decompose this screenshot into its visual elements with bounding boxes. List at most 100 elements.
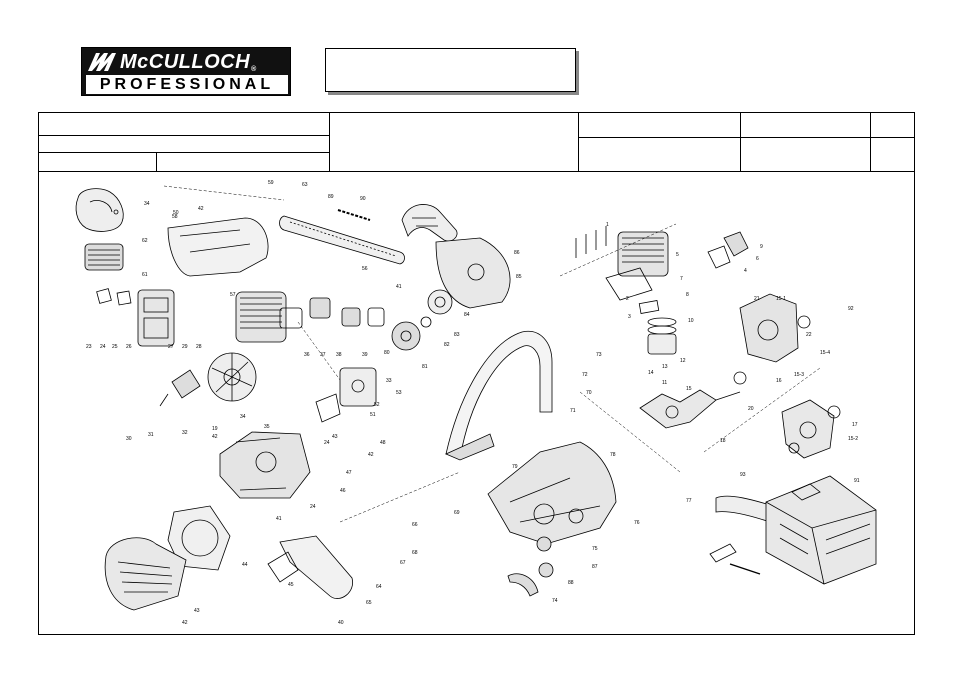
part-label: 41 xyxy=(396,284,402,290)
exploded-parts-diagram: 34 62 61 50 42 59 63 89 90 86 85 56 58 5… xyxy=(75,180,877,626)
part-label: 82 xyxy=(444,342,450,348)
title-box xyxy=(325,48,576,92)
chain-segment-part xyxy=(337,209,371,221)
part-label: 77 xyxy=(686,498,692,504)
part-label: 35 xyxy=(264,424,270,430)
part-label: 42 xyxy=(182,620,188,626)
part-label: 3 xyxy=(628,314,631,320)
carburetor-parts xyxy=(309,297,385,327)
header-cell-revision-value xyxy=(740,137,871,172)
part-label: 68 xyxy=(412,550,418,556)
part-label: 52 xyxy=(374,402,380,408)
part-label: 65 xyxy=(366,600,372,606)
part-label: 75 xyxy=(592,546,598,552)
header-cell-revision-label xyxy=(578,137,741,172)
header-cell-code-value xyxy=(156,152,330,172)
carrying-case-part xyxy=(765,475,877,585)
part-label: 45 xyxy=(288,582,294,588)
part-label: 10 xyxy=(688,318,694,324)
part-label: 15-2 xyxy=(848,436,858,442)
part-label: 64 xyxy=(376,584,382,590)
header-cell-page-value xyxy=(870,137,915,172)
carburetor-box-part xyxy=(137,289,175,347)
starter-pulley-part xyxy=(167,505,231,571)
bearings-part xyxy=(733,315,841,454)
part-label: 47 xyxy=(346,470,352,476)
part-label: 70 xyxy=(586,390,592,396)
part-label: 59 xyxy=(268,180,274,186)
part-label: 14 xyxy=(648,370,654,376)
part-label: 57 xyxy=(230,292,236,298)
part-label: 17 xyxy=(852,422,858,428)
part-label: 8 xyxy=(686,292,689,298)
brand-name-bottom: PROFESSIONAL xyxy=(99,75,275,93)
bumper-spike-part xyxy=(507,573,539,597)
part-label: 15-3 xyxy=(794,372,804,378)
right-cylinder-part xyxy=(605,231,669,301)
part-label: 15-4 xyxy=(820,350,830,356)
part-label: 13 xyxy=(662,364,668,370)
part-label: 66 xyxy=(412,522,418,528)
air-filter-cover-part xyxy=(75,188,124,232)
part-label: 28 xyxy=(196,344,202,350)
part-label: 24 xyxy=(100,344,106,350)
part-label: 42 xyxy=(368,452,374,458)
part-label: 78 xyxy=(610,452,616,458)
air-filter-part xyxy=(84,243,124,271)
part-label: 6 xyxy=(756,256,759,262)
right-crankcase-part xyxy=(739,293,799,363)
part-label: 36 xyxy=(304,352,310,358)
part-label: 84 xyxy=(464,312,470,318)
guide-bar-part xyxy=(279,215,405,265)
part-label: 5 xyxy=(676,252,679,258)
header-cell-date-value xyxy=(740,112,871,138)
part-label: 27 xyxy=(168,344,174,350)
piston-part xyxy=(638,300,677,355)
part-label: 1 xyxy=(606,222,609,228)
part-label: 58 xyxy=(172,214,178,220)
header-divider xyxy=(38,171,915,172)
part-label: 43 xyxy=(332,434,338,440)
part-label: 63 xyxy=(302,182,308,188)
part-label: 76 xyxy=(634,520,640,526)
clutch-drum-part xyxy=(391,289,453,351)
brand-name-top: McCULLOCH xyxy=(120,50,251,73)
part-label: 51 xyxy=(370,412,376,418)
part-label: 34 xyxy=(240,414,246,420)
part-label: 81 xyxy=(422,364,428,370)
header-cell-description xyxy=(38,135,330,153)
clutch-cover-part xyxy=(435,237,511,309)
part-label: 89 xyxy=(328,194,334,200)
header-cell-center xyxy=(329,112,579,172)
ignition-coil-part xyxy=(159,369,201,407)
part-label: 69 xyxy=(454,510,460,516)
crankcase-half-part xyxy=(781,399,835,459)
part-label: 73 xyxy=(596,352,602,358)
cylinder-bolts-part xyxy=(575,226,607,258)
crankshaft-part xyxy=(639,389,741,429)
part-label: 53 xyxy=(396,390,402,396)
part-label: 22 xyxy=(806,332,812,338)
part-label: 30 xyxy=(126,436,132,442)
header-cell-code xyxy=(38,152,157,172)
rear-handle-part xyxy=(267,535,354,599)
part-label: 20 xyxy=(748,406,754,412)
part-label: 21 xyxy=(754,296,760,302)
parts-sheet-frame xyxy=(38,112,915,635)
part-label: 43 xyxy=(194,608,200,614)
header-cell-date-label xyxy=(578,112,741,138)
part-label: 41 xyxy=(276,516,282,522)
decompression-valve-part xyxy=(707,231,749,269)
part-label: 71 xyxy=(570,408,576,414)
top-cover-part xyxy=(167,217,269,277)
part-label: 92 xyxy=(848,306,854,312)
part-label: 48 xyxy=(380,440,386,446)
mcculloch-professional-logo: McCULLOCH ® PROFESSIONAL xyxy=(81,47,291,96)
part-label: 12 xyxy=(680,358,686,364)
starter-cover-part xyxy=(104,537,187,611)
registered-mark: ® xyxy=(251,66,257,73)
part-label: 2 xyxy=(626,296,629,302)
intake-gaskets-part xyxy=(96,288,132,306)
front-handle-part xyxy=(445,330,553,461)
header-cell-model xyxy=(38,112,330,136)
